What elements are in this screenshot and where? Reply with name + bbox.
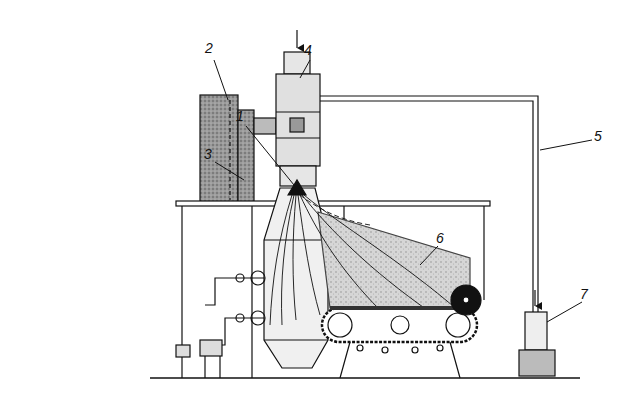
callout-number: 4 — [304, 42, 312, 58]
callout-number: 1 — [236, 108, 244, 124]
callout-number: 5 — [594, 128, 602, 144]
callout-number: 7 — [580, 286, 588, 302]
callout-number: 3 — [204, 146, 212, 162]
callout-number: 2 — [205, 40, 213, 56]
callout-number: 6 — [436, 230, 444, 246]
